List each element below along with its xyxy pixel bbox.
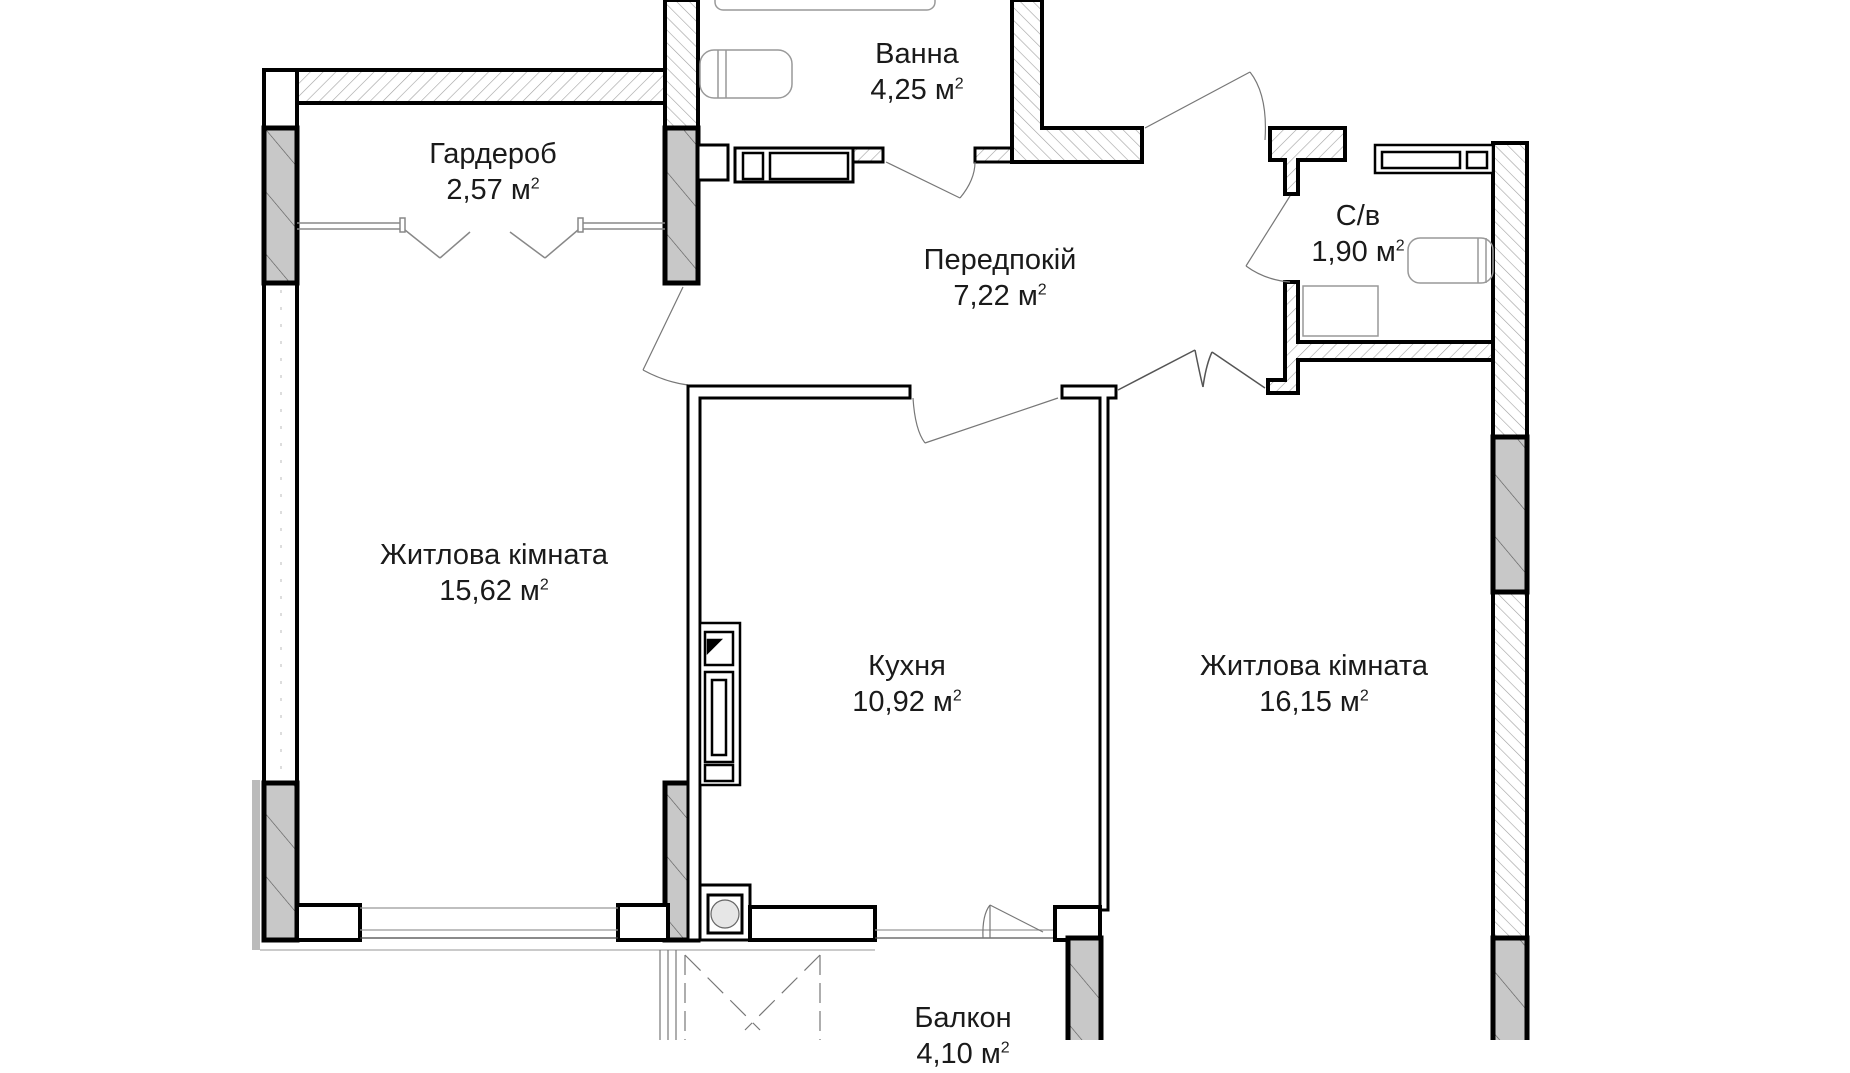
kitchen-ventilation-duct — [698, 621, 742, 787]
kitchen-window-wall — [668, 883, 1102, 951]
entrance-door — [1144, 71, 1267, 141]
balcony-door — [982, 904, 1044, 939]
room-area: 7,22 м2 — [953, 280, 1047, 313]
living-room-1-window — [260, 903, 670, 951]
pillar — [261, 780, 300, 943]
room-area: 16,15 м2 — [1259, 686, 1369, 719]
room-label-hallway: Передпокій 7,22 м2 — [924, 242, 1077, 315]
room-label-living-room-1: Житлова кімната 15,62 м2 — [380, 537, 608, 610]
bathroom-left-wall — [663, 0, 700, 132]
room-name: Житлова кімната — [380, 539, 608, 571]
room-label-living-room-2: Житлова кімната 16,15 м2 — [1200, 648, 1428, 721]
pillar — [1490, 935, 1530, 1040]
bathroom-bottom-wall — [696, 143, 1014, 184]
room-area: 10,92 м2 — [852, 686, 962, 719]
wc-appliances — [1302, 237, 1494, 337]
room-name: Гардероб — [429, 138, 557, 170]
kitchen-walls — [686, 384, 1118, 942]
pillar — [1065, 935, 1104, 1040]
room-name: Кухня — [868, 650, 946, 682]
room-label-bathroom: Ванна 4,25 м2 — [870, 36, 963, 109]
room-name: Ванна — [875, 38, 959, 70]
room-name: Балкон — [914, 1002, 1012, 1034]
room-area: 4,10 м2 — [916, 1038, 1010, 1071]
floor-plan — [252, 0, 1530, 1040]
room-name: Житлова кімната — [1200, 650, 1428, 682]
room-label-wardrobe: Гардероб 2,57 м2 — [429, 136, 557, 209]
room-area: 4,25 м2 — [870, 74, 964, 107]
wardrobe-doors — [297, 217, 665, 259]
room-label-balcony: Балкон 4,10 м2 — [914, 1000, 1011, 1073]
room-label-wc: С/в 1,90 м2 — [1311, 198, 1404, 271]
bathroom-door — [885, 161, 976, 199]
pillar — [662, 125, 701, 286]
room-area: 1,90 м2 — [1311, 236, 1405, 269]
room-name: Передпокій — [923, 244, 1077, 276]
living-room-1-door — [642, 286, 689, 386]
wc-door — [1245, 195, 1291, 283]
living-room-2-door — [1117, 349, 1266, 391]
balcony-outline — [659, 950, 821, 1040]
room-name: С/в — [1335, 200, 1381, 232]
room-area: 2,57 м2 — [446, 174, 540, 207]
room-area: 15,62 м2 — [439, 575, 549, 608]
pillar — [261, 125, 300, 286]
kitchen-door — [912, 397, 1059, 444]
pillar — [1490, 434, 1530, 595]
room-label-kitchen: Кухня 10,92 м2 — [852, 648, 961, 721]
bathroom-fixtures — [699, 0, 936, 99]
wardrobe-top-wall — [295, 68, 667, 105]
wc-fixtures — [1373, 143, 1495, 175]
bathroom-right-wall — [1010, 0, 1144, 164]
